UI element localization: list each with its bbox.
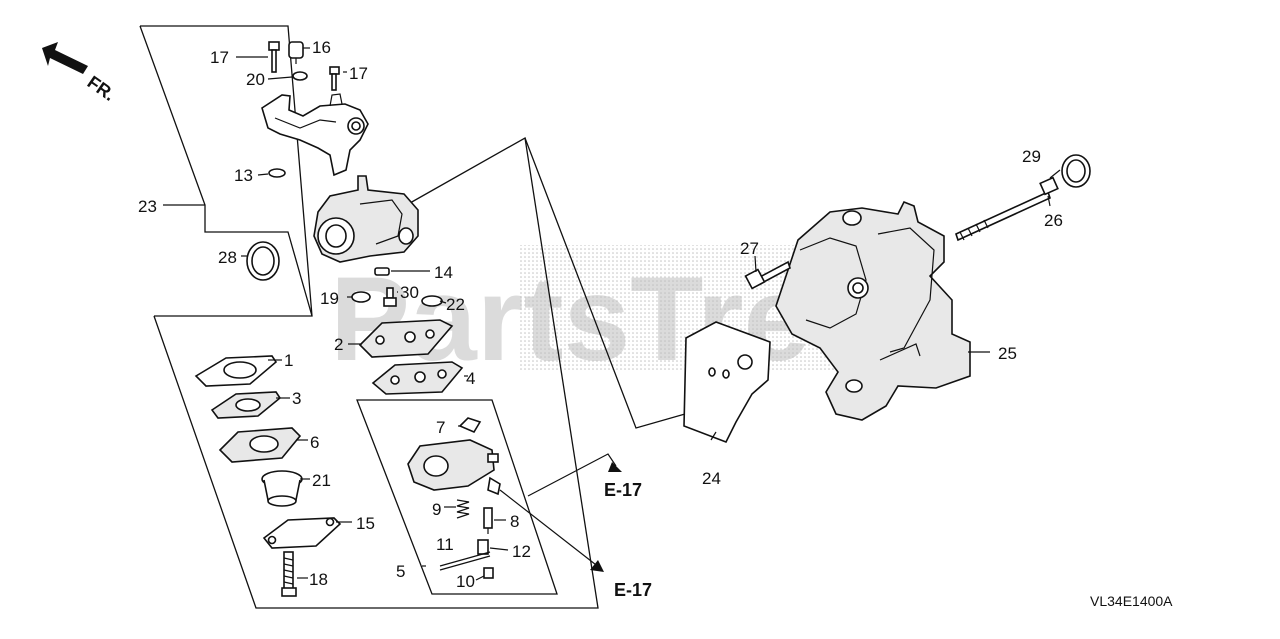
- part-9-spring: [456, 499, 470, 519]
- callout-6: 6: [310, 433, 319, 452]
- callout-2: 2: [334, 335, 343, 354]
- part-4-plate: [371, 361, 464, 395]
- front-direction-arrow: FR.: [42, 42, 119, 105]
- callout-15: 15: [356, 514, 375, 533]
- reference-arrow-e17-a: [527, 453, 622, 497]
- float-chamber-body: [407, 439, 501, 496]
- reference-arrow-e17-b: [499, 489, 604, 572]
- callout-17a: 17: [210, 48, 229, 67]
- part-30: [383, 287, 397, 307]
- part-12-jet: [477, 539, 489, 555]
- callout-29: 29: [1022, 147, 1041, 166]
- callout-27: 27: [740, 239, 759, 258]
- part-22: [421, 295, 443, 307]
- callout-20: 20: [246, 70, 265, 89]
- callout-10: 10: [456, 572, 475, 591]
- reference-label-e17-b: E-17: [614, 580, 652, 600]
- reference-label-e17-a: E-17: [604, 480, 642, 500]
- part-2-plate: [358, 319, 454, 358]
- callouts: 1 2 3 4 5 6 7 8 9 10 11 12 13 14 15 16 1…: [138, 38, 1063, 591]
- callout-9: 9: [432, 500, 441, 519]
- callout-11: 11: [436, 535, 454, 554]
- callout-16: 16: [312, 38, 331, 57]
- callout-30: 30: [400, 283, 419, 302]
- callout-7: 7: [436, 418, 445, 437]
- part-7: [458, 417, 482, 434]
- callout-14: 14: [434, 263, 453, 282]
- callout-17b: 17: [349, 64, 368, 83]
- callout-24: 24: [702, 469, 721, 488]
- part-24-gasket: [683, 321, 771, 444]
- part-17-bolt-a: [268, 41, 280, 73]
- callout-4: 4: [466, 369, 475, 388]
- part-17-bolt-b: [329, 66, 340, 91]
- diagram-code: VL34E1400A: [1090, 593, 1173, 609]
- direction-label: FR.: [84, 72, 119, 105]
- callout-26: 26: [1044, 211, 1063, 230]
- callout-5: 5: [396, 562, 405, 581]
- part-8-needle: [483, 507, 493, 534]
- part-27-bolt: [744, 260, 791, 290]
- part-18-screw: [281, 551, 297, 597]
- callout-1: 1: [284, 351, 293, 370]
- leader-lines: [163, 47, 1061, 581]
- part-20: [292, 71, 308, 81]
- callout-3: 3: [292, 389, 301, 408]
- part-15-bowl-plate: [262, 517, 342, 549]
- carburetor-main-body: [313, 175, 419, 263]
- callout-21: 21: [312, 471, 331, 490]
- part-28-o-ring: [246, 241, 280, 281]
- assembly-outline-5: [356, 399, 558, 595]
- callout-8: 8: [510, 512, 519, 531]
- part-19: [351, 291, 371, 303]
- callout-13: 13: [234, 166, 253, 185]
- part-14: [374, 267, 390, 276]
- part-13: [268, 168, 286, 178]
- part-29-o-ring: [1061, 154, 1091, 188]
- part-26-bolt: [955, 176, 1059, 242]
- part-16: [288, 41, 304, 64]
- callout-28: 28: [218, 248, 237, 267]
- callout-12: 12: [512, 542, 531, 561]
- callout-19: 19: [320, 289, 339, 308]
- assembly-outline-23: [139, 25, 313, 317]
- carburetor-upper-body: [261, 93, 369, 177]
- part-11-pin: [439, 551, 491, 571]
- part-3-plate: [210, 391, 282, 419]
- part-10-screw: [483, 567, 494, 579]
- part-21-cup: [261, 470, 303, 507]
- part-6-body: [218, 427, 302, 463]
- part-1-gasket: [194, 355, 278, 387]
- part-25-air-cleaner-base: [775, 200, 971, 421]
- callout-18: 18: [309, 570, 328, 589]
- callout-25: 25: [998, 344, 1017, 363]
- callout-22: 22: [446, 295, 465, 314]
- callout-23: 23: [138, 197, 157, 216]
